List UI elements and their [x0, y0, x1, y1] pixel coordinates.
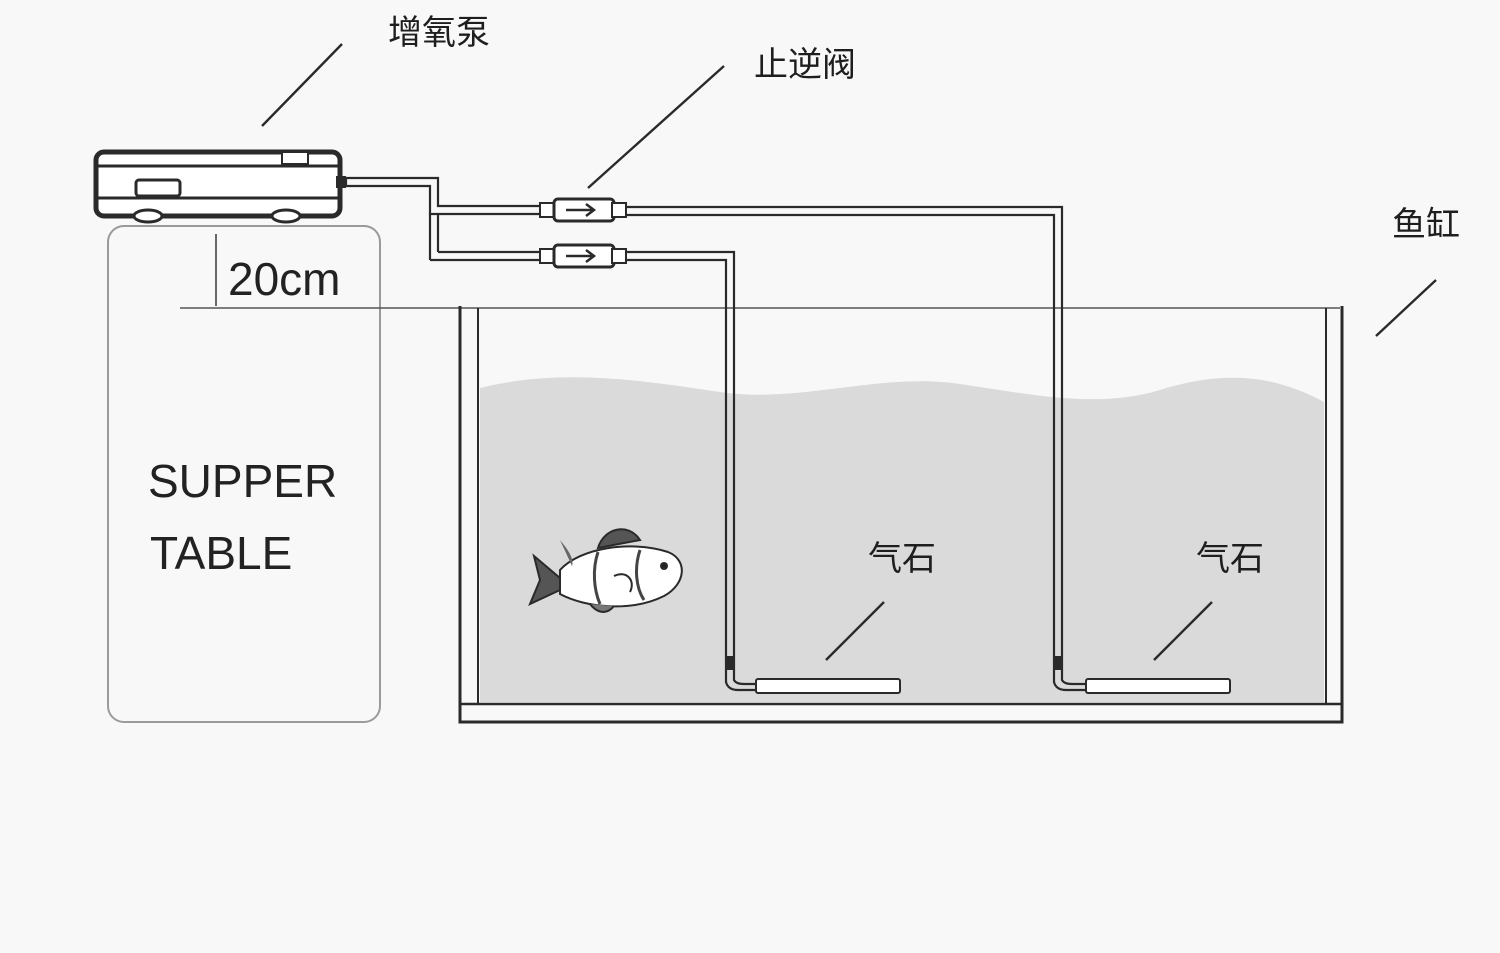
air-stone-left-label: 气石	[868, 539, 936, 579]
table-label-line2: TABLE	[150, 527, 293, 579]
pump-label: 增氧泵	[388, 13, 490, 53]
air-stone-right-label: 气石	[1196, 539, 1264, 579]
supper-table	[107, 225, 381, 723]
air-pump-icon	[93, 149, 346, 224]
fish-tank	[458, 306, 1344, 724]
check-valve-label: 止逆阀	[754, 45, 856, 85]
valve-leader-line	[587, 65, 725, 189]
air-tubing-left	[626, 250, 756, 692]
check-valve-icon	[539, 197, 627, 223]
pump-leader-line	[261, 43, 343, 127]
air-stone-left-leader-line	[825, 601, 885, 661]
air-stone-right-leader-line	[1153, 601, 1213, 661]
height-label: 20cm	[228, 253, 341, 305]
tank-water	[480, 377, 1324, 702]
air-tubing-pump	[344, 176, 540, 262]
tank-leader-line	[1375, 279, 1437, 337]
air-stone-icon	[1085, 678, 1231, 694]
tank-label: 鱼缸	[1392, 205, 1460, 245]
clownfish-icon	[528, 528, 683, 613]
air-tubing-right	[626, 205, 1086, 692]
table-label-line1: SUPPER	[148, 455, 338, 507]
check-valve-icon	[539, 243, 627, 269]
air-stone-icon	[755, 678, 901, 694]
